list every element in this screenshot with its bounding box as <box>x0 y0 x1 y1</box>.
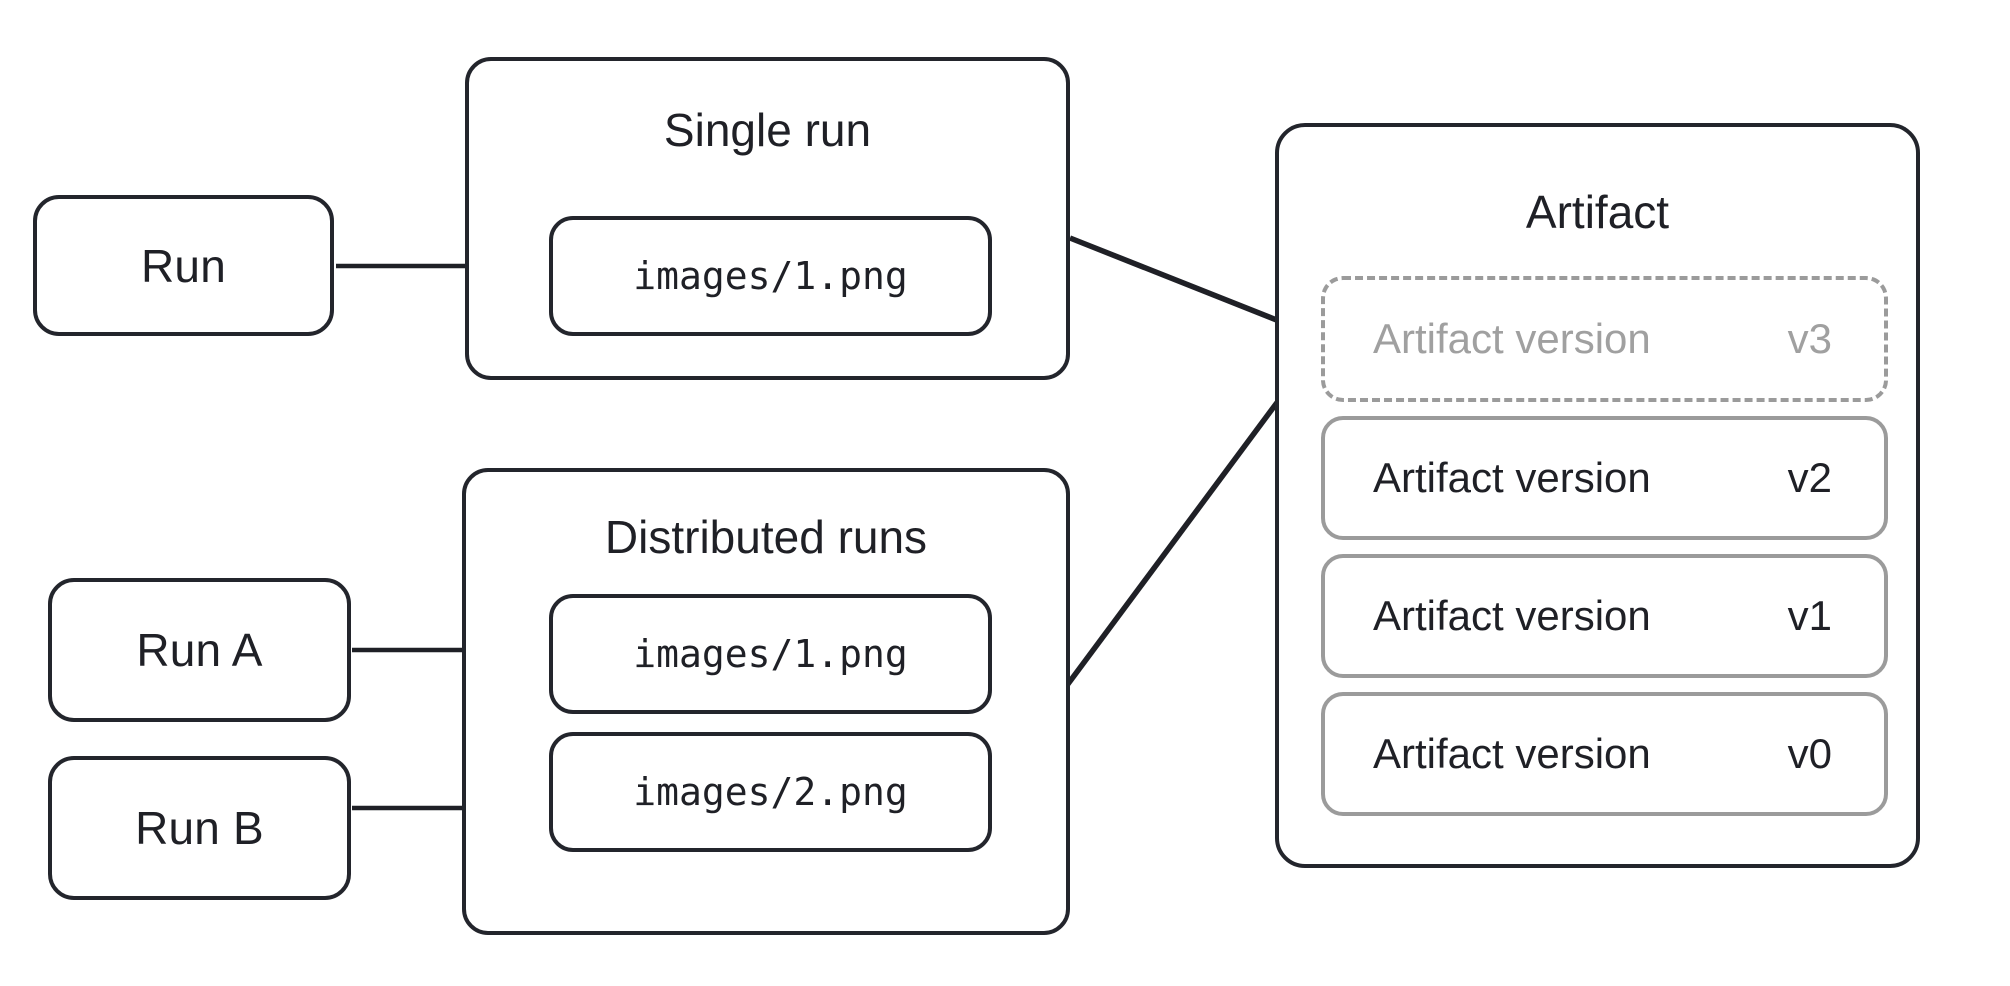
file-node-dist-images-2[interactable]: images/2.png <box>549 732 992 852</box>
file-node-label: images/1.png <box>633 632 908 676</box>
group-single-run[interactable]: Single run images/1.png <box>465 57 1070 380</box>
artifact-version-label: Artifact version <box>1373 592 1651 639</box>
artifact-version-label: Artifact version <box>1373 315 1651 362</box>
artifact-version-v1[interactable]: Artifact version v1 <box>1321 554 1888 678</box>
artifact-panel[interactable]: Artifact Artifact version v3 Artifact ve… <box>1275 123 1920 868</box>
file-node-label: images/1.png <box>633 254 908 298</box>
run-node-run[interactable]: Run <box>33 195 334 336</box>
artifact-version-v3[interactable]: Artifact version v3 <box>1321 276 1888 402</box>
group-distributed-runs[interactable]: Distributed runs images/1.png images/2.p… <box>462 468 1070 935</box>
run-node-run-a[interactable]: Run A <box>48 578 351 722</box>
run-node-label: Run <box>141 239 226 292</box>
artifact-version-label: Artifact version <box>1373 730 1651 777</box>
artifact-version-v0[interactable]: Artifact version v0 <box>1321 692 1888 816</box>
group-distributed-runs-title: Distributed runs <box>604 511 928 563</box>
file-node-dist-images-1[interactable]: images/1.png <box>549 594 992 714</box>
artifact-panel-title: Artifact <box>1525 186 1670 238</box>
group-single-run-title: Single run <box>663 104 872 156</box>
run-node-label: Run A <box>136 624 263 676</box>
artifact-version-v2[interactable]: Artifact version v2 <box>1321 416 1888 540</box>
artifact-version-tag: v2 <box>1787 454 1832 501</box>
file-node-single-images-1[interactable]: images/1.png <box>549 216 992 336</box>
artifact-version-label: Artifact version <box>1373 454 1651 501</box>
artifact-version-tag: v3 <box>1787 315 1832 362</box>
artifact-version-tag: v1 <box>1787 592 1832 639</box>
run-node-run-b[interactable]: Run B <box>48 756 351 900</box>
artifact-version-tag: v0 <box>1787 730 1832 777</box>
file-node-label: images/2.png <box>633 770 908 814</box>
run-node-label: Run B <box>135 802 264 854</box>
